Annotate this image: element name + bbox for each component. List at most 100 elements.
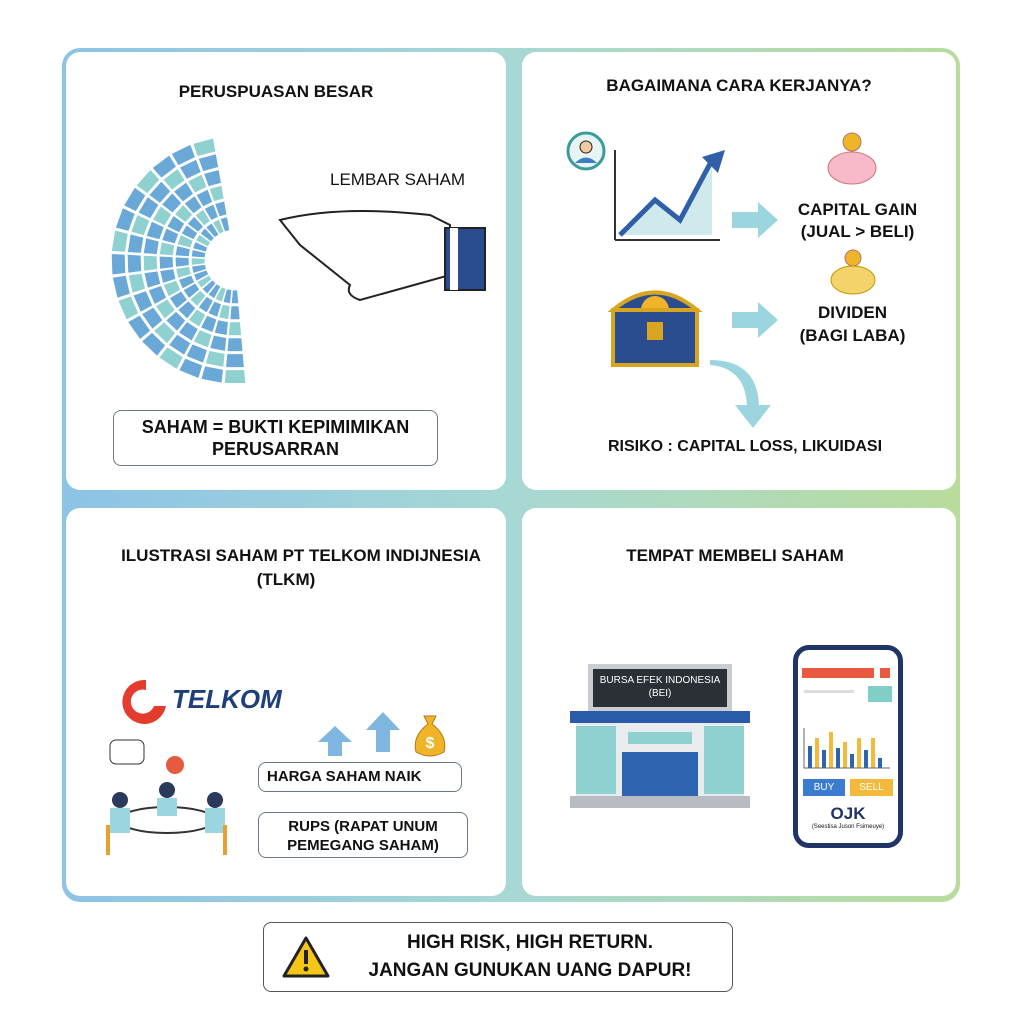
share-sheet-tile bbox=[203, 203, 220, 222]
share-sheet-tile bbox=[213, 319, 230, 337]
share-sheet-tile bbox=[176, 300, 197, 320]
capital-gain-label: CAPITAL GAIN bbox=[797, 200, 918, 219]
share-sheet-tile bbox=[174, 256, 190, 268]
warning-box bbox=[263, 922, 733, 992]
share-sheet-tile bbox=[127, 272, 147, 295]
share-sheet-tile bbox=[185, 343, 209, 364]
share-sheet-tile bbox=[174, 244, 191, 258]
share-sheet-tile bbox=[174, 265, 192, 280]
share-sheet-tile bbox=[152, 321, 177, 345]
share-sheet-tile bbox=[214, 286, 227, 303]
share-sheet-tile bbox=[161, 167, 186, 191]
share-sheet-tile bbox=[114, 206, 136, 233]
share-sheet-tile bbox=[130, 213, 151, 237]
share-sheet-tile bbox=[172, 181, 195, 203]
sell-label: SELL bbox=[859, 782, 884, 793]
share-sheet-tile bbox=[199, 227, 216, 243]
share-sheet-tile bbox=[180, 223, 199, 241]
share-sheet-tile bbox=[207, 300, 223, 319]
exchange-sign-line2: (BEI) bbox=[648, 688, 672, 699]
telkom-logo-icon bbox=[122, 679, 166, 724]
growth-chart-icon bbox=[614, 150, 725, 241]
price-up-label: HARGA SAHAM NAIK bbox=[267, 768, 422, 785]
share-sheet-tile bbox=[191, 137, 217, 158]
share-sheet-tile bbox=[197, 152, 220, 173]
share-sheet-tile bbox=[177, 274, 196, 290]
share-sheet-tile bbox=[187, 308, 207, 328]
exchange-sign-line1: BURSA EFEK INDONESIA bbox=[599, 675, 721, 686]
warning-triangle-icon bbox=[282, 936, 330, 978]
app-chart-bar bbox=[843, 742, 847, 768]
share-sheet-tile bbox=[160, 227, 180, 245]
ojk-logo-text: OJK bbox=[830, 804, 866, 823]
share-sheet-tile bbox=[197, 295, 215, 314]
app-chart-bar bbox=[878, 758, 882, 768]
app-chart-bar bbox=[836, 748, 840, 768]
share-sheet-tile bbox=[170, 143, 197, 167]
share-sheet-tile bbox=[158, 240, 176, 257]
share-sheet-tile bbox=[157, 346, 185, 371]
share-sheet-tile bbox=[110, 229, 129, 253]
arrow-down-curve-icon bbox=[710, 360, 771, 428]
price-up-box: HARGA SAHAM NAIK bbox=[258, 762, 462, 792]
risk-label: RISIKO : CAPITAL LOSS, LIKUIDASI bbox=[607, 438, 883, 455]
share-sheet-tile bbox=[191, 240, 209, 253]
share-sheet-tile bbox=[190, 257, 206, 266]
share-sheet-tile bbox=[122, 186, 147, 213]
share-sheet-tile bbox=[137, 195, 160, 220]
share-sheet-label: LEMBAR SAHAM bbox=[330, 170, 466, 189]
warning-line2: JANGAN GUNUKAN UANG DAPUR! bbox=[368, 960, 692, 981]
share-sheet-tile bbox=[186, 173, 208, 194]
share-sheet-tile bbox=[204, 221, 220, 239]
app-chart-bar bbox=[822, 750, 826, 768]
share-sheet-tile bbox=[165, 214, 186, 234]
rups-line2: PEMEGANG SAHAM) bbox=[287, 837, 439, 854]
share-sheet-tile bbox=[140, 331, 167, 358]
share-sheet-tile bbox=[201, 279, 217, 295]
share-sheet-tile bbox=[226, 337, 244, 353]
share-sheet-tile bbox=[196, 274, 213, 290]
panel-how-it-works bbox=[522, 52, 956, 490]
buy-label: BUY bbox=[813, 782, 835, 793]
stock-exchange-building-icon bbox=[570, 664, 750, 808]
share-sheet-tile bbox=[182, 282, 201, 300]
buy-button[interactable]: BUY bbox=[803, 779, 845, 796]
share-sheet-tile bbox=[194, 233, 212, 248]
share-sheet-tile bbox=[208, 184, 225, 203]
share-sheet-tile bbox=[162, 279, 182, 298]
share-sheet-tile bbox=[177, 320, 200, 342]
investor-avatar-icon bbox=[566, 131, 606, 171]
share-sheet-tile bbox=[151, 205, 173, 227]
app-chart-bar bbox=[871, 738, 875, 768]
dividend-label: DIVIDEN bbox=[818, 303, 887, 322]
share-sheet-tile bbox=[190, 263, 208, 275]
app-chart-bar bbox=[808, 746, 812, 768]
trading-app-chart bbox=[802, 668, 892, 769]
money-bag-icon: $ bbox=[414, 715, 446, 757]
share-sheet-tile bbox=[111, 274, 131, 299]
share-sheet-tile bbox=[211, 218, 225, 235]
share-sheet-tile bbox=[192, 269, 210, 283]
svg-text:$: $ bbox=[426, 735, 435, 752]
share-sheet-tile bbox=[194, 208, 212, 227]
app-chart-bar bbox=[857, 738, 861, 768]
share-sheet-tile bbox=[176, 233, 194, 249]
arrow-right-icon bbox=[732, 302, 778, 338]
share-sheet-tile bbox=[190, 248, 207, 259]
share-sheet-tile bbox=[151, 154, 178, 179]
share-sheet-tile bbox=[186, 215, 205, 233]
share-sheet-tile bbox=[135, 168, 161, 195]
app-chart-bar bbox=[864, 750, 868, 768]
share-sheet-tile bbox=[140, 306, 164, 331]
warning-line1: HIGH RISK, HIGH RETURN. bbox=[407, 932, 653, 953]
capital-gain-note: (JUAL > BELI) bbox=[800, 222, 915, 241]
treasure-chest-icon bbox=[607, 290, 703, 367]
sell-button[interactable]: SELL bbox=[850, 779, 893, 796]
share-sheet-tile bbox=[207, 282, 222, 300]
app-chart-bar bbox=[850, 754, 854, 768]
exchange-sign: BURSA EFEK INDONESIA (BEI) bbox=[595, 674, 725, 700]
share-sheet-tile bbox=[227, 321, 243, 337]
share-sheet-tile bbox=[142, 254, 159, 272]
share-sheet-tile bbox=[178, 158, 202, 181]
ojk-caption: (Seestisa Juson Fsimeuye) bbox=[811, 824, 885, 830]
